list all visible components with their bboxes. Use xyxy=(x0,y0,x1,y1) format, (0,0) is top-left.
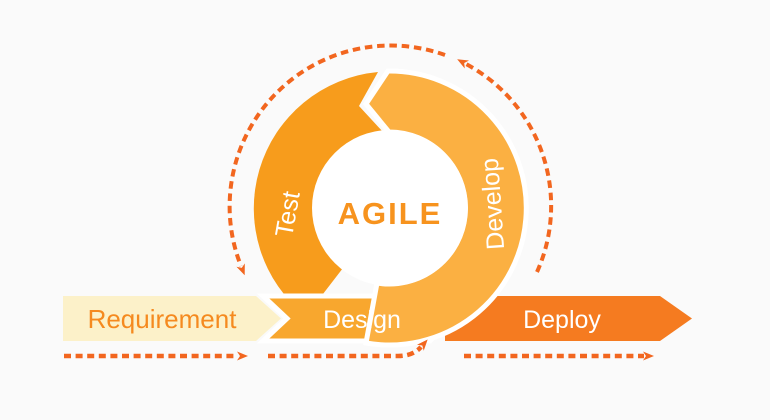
deploy-step-bar xyxy=(445,296,692,341)
agile-hub-circle xyxy=(312,130,468,286)
test-phase-arc xyxy=(253,72,383,316)
agile-center-label: AGILE xyxy=(338,196,443,231)
requirement-step-bar xyxy=(63,296,281,341)
cycle-dashed-arc-left-icon xyxy=(227,43,446,276)
requirement-step-label: Requirement xyxy=(88,304,238,334)
develop-phase-label: Develop xyxy=(476,157,510,250)
deploy-step-label: Deploy xyxy=(523,306,601,334)
dashed-arrow-curved-design-icon xyxy=(268,339,428,359)
design-step-label: Design xyxy=(323,306,401,334)
